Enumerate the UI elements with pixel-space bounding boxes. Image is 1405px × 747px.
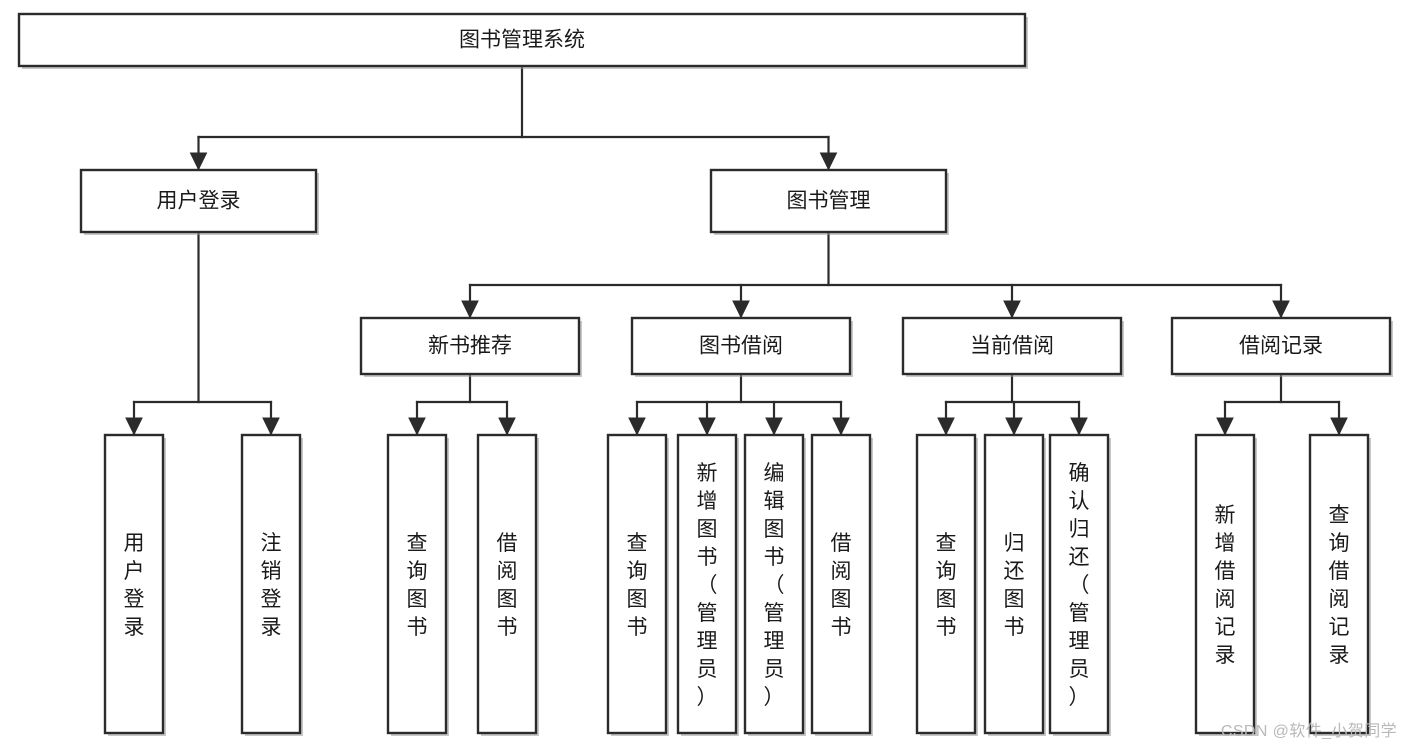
node-l-borrow-book-1[interactable]: 借阅图书 [476,433,539,736]
node-layer: 图书管理系统用户登录图书管理新书推荐图书借阅当前借阅借阅记录用户登录注销登录查询… [17,12,1393,736]
node-box[interactable] [17,12,1027,68]
node-label: 查询借阅记录 [1329,504,1350,667]
node-l-add-record[interactable]: 新增借阅记录 [1194,433,1257,736]
node-label: 借阅图书 [497,532,518,639]
node-label: 查询图书 [627,532,648,639]
watermark-text: CSDN @软件_小贺同学 [1220,723,1397,740]
node-label: 图书借阅 [699,335,783,358]
node-l-query-record[interactable]: 查询借阅记录 [1308,433,1371,736]
node-box[interactable] [359,316,581,376]
node-n-current-borrow[interactable]: 当前借阅 [901,316,1124,377]
node-box[interactable] [103,433,165,735]
node-box[interactable] [606,433,668,735]
node-box[interactable] [386,433,448,735]
node-box[interactable] [630,316,852,376]
node-l-add-book[interactable]: 新增图书（管理员） [676,433,739,736]
node-label: 新增借阅记录 [1215,504,1236,667]
node-n-borrow-record[interactable]: 借阅记录 [1170,316,1393,377]
node-box[interactable] [476,433,538,735]
node-l-query-book-3[interactable]: 查询图书 [915,433,978,736]
node-box[interactable] [1308,433,1370,735]
node-label: 用户登录 [157,190,241,213]
node-label: 借阅记录 [1239,335,1323,358]
node-box[interactable] [915,433,977,735]
node-n-book-borrow[interactable]: 图书借阅 [630,316,853,377]
node-box[interactable] [1170,316,1392,376]
node-n-book-manage[interactable]: 图书管理 [709,168,949,235]
node-l-borrow-book-2[interactable]: 借阅图书 [810,433,873,736]
node-n-new-book-rec[interactable]: 新书推荐 [359,316,582,377]
node-l-query-book-2[interactable]: 查询图书 [606,433,669,736]
edge-layer [125,64,1348,436]
node-label: 用户登录 [124,532,145,639]
node-box[interactable] [240,433,302,735]
node-box[interactable] [810,433,872,735]
node-l-user-login[interactable]: 用户登录 [103,433,166,736]
node-label: 当前借阅 [970,335,1054,358]
node-box[interactable] [79,168,318,234]
node-label: 注销登录 [261,532,282,639]
node-box[interactable] [1194,433,1256,735]
node-box[interactable] [676,433,738,735]
node-box[interactable] [1048,433,1110,735]
node-l-return-book[interactable]: 归还图书 [983,433,1046,736]
node-label: 图书管理 [787,190,871,213]
node-l-confirm-return[interactable]: 确认归还（管理员） [1048,433,1111,736]
node-n-user-login[interactable]: 用户登录 [79,168,319,235]
node-box[interactable] [709,168,948,234]
node-label: 借阅图书 [831,532,852,639]
node-label: 新书推荐 [428,335,512,358]
node-box[interactable] [983,433,1045,735]
node-label: 查询图书 [407,532,428,639]
node-label: 新增图书（管理员） [697,462,718,709]
node-label: 图书管理系统 [459,29,585,52]
node-label: 确认归还（管理员） [1069,462,1090,709]
node-box[interactable] [901,316,1123,376]
node-root[interactable]: 图书管理系统 [17,12,1028,69]
node-box[interactable] [743,433,805,735]
node-label: 归还图书 [1004,532,1025,639]
node-l-logout[interactable]: 注销登录 [240,433,303,736]
node-l-edit-book[interactable]: 编辑图书（管理员） [743,433,806,736]
node-label: 查询图书 [936,532,957,639]
node-l-query-book-1[interactable]: 查询图书 [386,433,449,736]
node-label: 编辑图书（管理员） [764,462,785,709]
